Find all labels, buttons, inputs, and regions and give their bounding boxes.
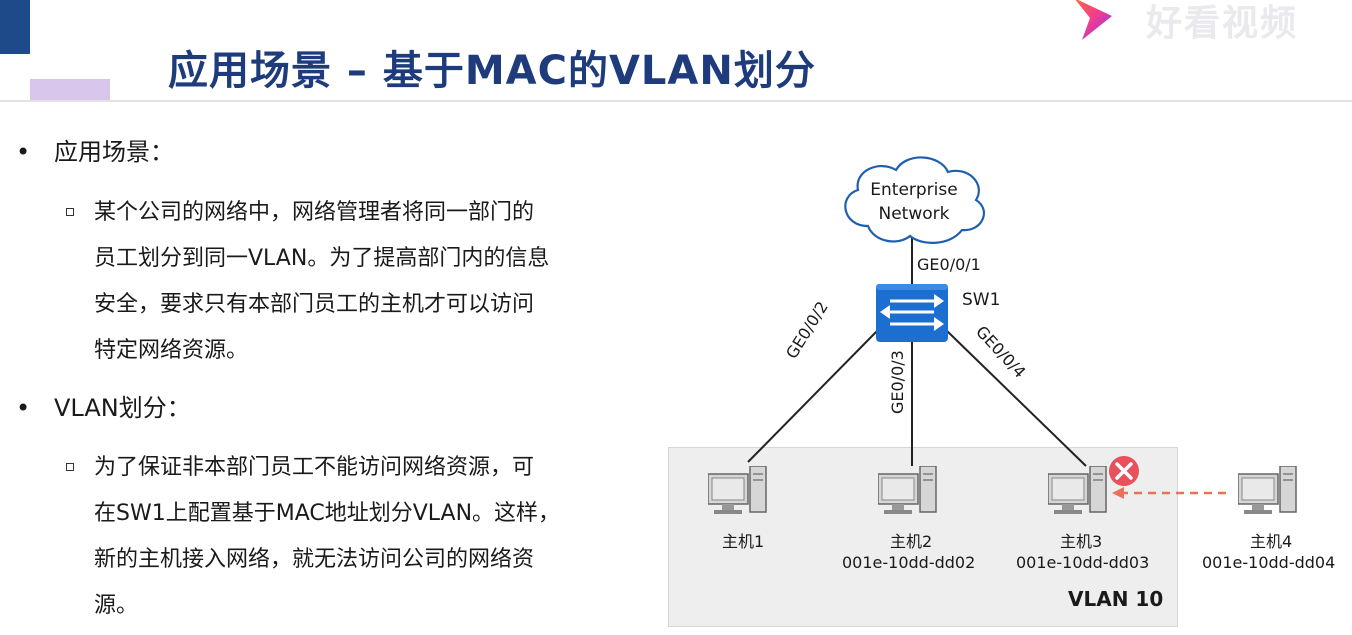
port-label-ge0-0-1: GE0/0/1 [917, 255, 981, 274]
bullet-label: 应用场景： [54, 138, 174, 166]
host2-pc-icon [878, 466, 937, 514]
square-bullet-icon [66, 463, 74, 471]
sub-bullet-line: 特定网络资源。 [94, 338, 249, 363]
sub-bullet-line: 某个公司的网络中，网络管理者将同一部门的 [94, 200, 535, 225]
port-label-ge0-0-3: GE0/0/3 [888, 350, 907, 414]
switch-label: SW1 [962, 290, 1001, 310]
denied-link-arrowhead [1112, 487, 1124, 499]
bullet-dot-icon: • [16, 138, 31, 166]
sub-bullet-line: 新的主机接入网络，就无法访问公司的网络资 [94, 547, 535, 572]
link-host3 [945, 329, 1087, 467]
cloud-label: Enterprise Network [852, 178, 976, 226]
watermark-logo-icon [1075, 0, 1112, 40]
sub-bullet-line: 源。 [94, 593, 139, 618]
bullet-label: VLAN划分： [54, 394, 191, 422]
sub-bullet-line: 在SW1上配置基于MAC地址划分VLAN。这样， [94, 501, 561, 526]
host4-pc-icon [1238, 466, 1297, 514]
enterprise-network-cloud-icon [844, 156, 985, 244]
slide-title: 应用场景 – 基于MAC的VLAN划分 [168, 48, 816, 94]
watermark: 好看视频 [1066, 0, 1352, 48]
vlan-label: VLAN 10 [1068, 587, 1164, 611]
cloud-label-line1: Enterprise [870, 180, 958, 200]
deny-icon [1109, 456, 1139, 486]
title-divider [0, 100, 1352, 102]
sub-bullet-line: 员工划分到同一VLAN。为了提高部门内的信息 [94, 246, 550, 271]
sub-bullet-line: 为了保证非本部门员工不能访问网络资源，可 [94, 455, 535, 480]
host3-name: 主机3 [1060, 532, 1103, 551]
host3-mac: 001e-10dd-dd03 [1016, 553, 1150, 572]
switch-sw1-icon [876, 284, 948, 342]
link-host1 [747, 329, 879, 463]
host4-mac: 001e-10dd-dd04 [1202, 553, 1336, 572]
corner-decoration [0, 0, 30, 54]
host2-mac: 001e-10dd-dd02 [842, 553, 976, 572]
host2-name: 主机2 [890, 532, 933, 551]
host4-name: 主机4 [1250, 532, 1293, 551]
bullet-dot-icon: • [16, 394, 31, 422]
square-bullet-icon [66, 208, 74, 216]
sub-bullet-line: 安全，要求只有本部门员工的主机才可以访问 [94, 292, 535, 317]
host1-name: 主机1 [722, 532, 765, 551]
host3-pc-icon [1048, 466, 1107, 514]
cloud-label-line2: Network [878, 204, 950, 224]
title-accent-bar [30, 79, 110, 101]
host1-pc-icon [708, 466, 767, 514]
watermark-text: 好看视频 [1146, 3, 1299, 44]
